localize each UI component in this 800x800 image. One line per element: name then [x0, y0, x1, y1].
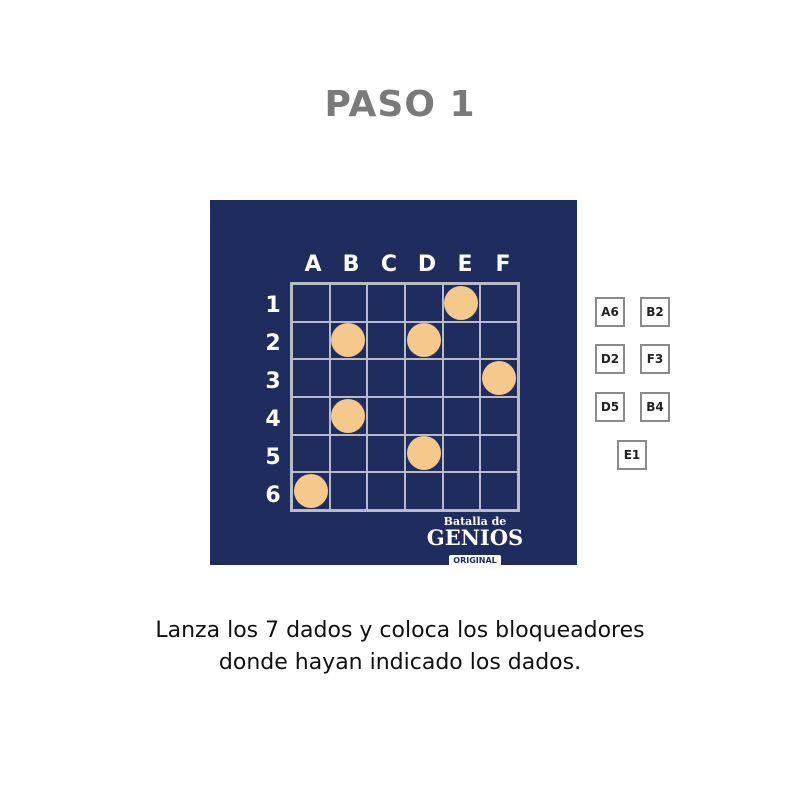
board-cell-D3: [405, 359, 443, 397]
board-cell-F5: [480, 434, 518, 473]
board-cell-E5: [442, 434, 481, 473]
column-label: D: [417, 252, 437, 277]
column-label: B: [342, 252, 360, 277]
board-cell-E2: [442, 321, 481, 360]
board-cell-F6: [480, 472, 518, 510]
blocker-piece: [293, 474, 328, 509]
board-cell-B5: [329, 434, 368, 473]
board-cell-A4: [292, 397, 330, 435]
die-result: F3: [640, 344, 670, 374]
board-cell-D5: [405, 434, 443, 473]
board-cell-A2: [292, 321, 330, 360]
board-cell-C1: [367, 284, 405, 322]
board-cell-C2: [367, 321, 405, 360]
board-cell-F4: [480, 397, 518, 435]
instruction-line-2: donde hayan indicado los dados.: [218, 650, 582, 675]
board-cell-A5: [292, 434, 330, 473]
row-label: 1: [265, 293, 281, 318]
board-cell-A6: [292, 472, 330, 510]
die-result: D5: [595, 392, 625, 422]
board-grid: [290, 282, 520, 512]
board-cell-B4: [329, 397, 368, 435]
board-cell-C5: [367, 434, 405, 473]
die-result: B2: [640, 297, 670, 327]
row-label: 2: [265, 331, 281, 356]
board-cell-C6: [367, 472, 405, 510]
board-cell-C3: [367, 359, 405, 397]
column-label: E: [457, 252, 473, 277]
row-label: 6: [265, 483, 281, 508]
board-cell-D1: [405, 284, 443, 322]
board-cell-F1: [480, 284, 518, 322]
blocker-piece: [482, 361, 517, 396]
blocker-piece: [331, 398, 366, 433]
batalla-de-genios-logo: Batalla de GENIOS ORIGINAL: [425, 516, 525, 567]
blocker-piece: [406, 323, 441, 358]
column-label: F: [495, 252, 511, 277]
board-cell-A1: [292, 284, 330, 322]
board-cell-E1: [442, 284, 481, 322]
instruction-line-1: Lanza los 7 dados y coloca los bloqueado…: [155, 618, 645, 643]
board-cell-E4: [442, 397, 481, 435]
board-cell-B2: [329, 321, 368, 360]
board-cell-C4: [367, 397, 405, 435]
logo-top-text: Batalla de: [443, 515, 507, 528]
board-cell-D6: [405, 472, 443, 510]
row-label: 3: [265, 369, 281, 394]
board-cell-E6: [442, 472, 481, 510]
blocker-piece: [406, 436, 441, 471]
logo-badge: ORIGINAL: [449, 555, 501, 566]
column-label: C: [380, 252, 398, 277]
board-cell-D4: [405, 397, 443, 435]
board-cell-B3: [329, 359, 368, 397]
board-cell-E3: [442, 359, 481, 397]
board-cell-F2: [480, 321, 518, 360]
board-cell-B1: [329, 284, 368, 322]
die-result: D2: [595, 344, 625, 374]
board-cell-B6: [329, 472, 368, 510]
die-result: E1: [617, 440, 647, 470]
column-label: A: [304, 252, 322, 277]
blocker-piece: [444, 285, 479, 320]
logo-main-text: GENIOS: [426, 525, 524, 550]
instruction-text: Lanza los 7 dados y coloca los bloqueado…: [0, 615, 800, 679]
row-label: 4: [265, 407, 281, 432]
die-result: A6: [595, 297, 625, 327]
board-cell-A3: [292, 359, 330, 397]
blocker-piece: [331, 323, 366, 358]
step-title: PASO 1: [324, 84, 476, 125]
game-board: A B C D E F 1 2 3 4 5 6 Batalla de GENIO…: [210, 200, 577, 567]
board-cell-F3: [480, 359, 518, 397]
die-result: B4: [640, 392, 670, 422]
row-label: 5: [265, 445, 281, 470]
board-cell-D2: [405, 321, 443, 360]
